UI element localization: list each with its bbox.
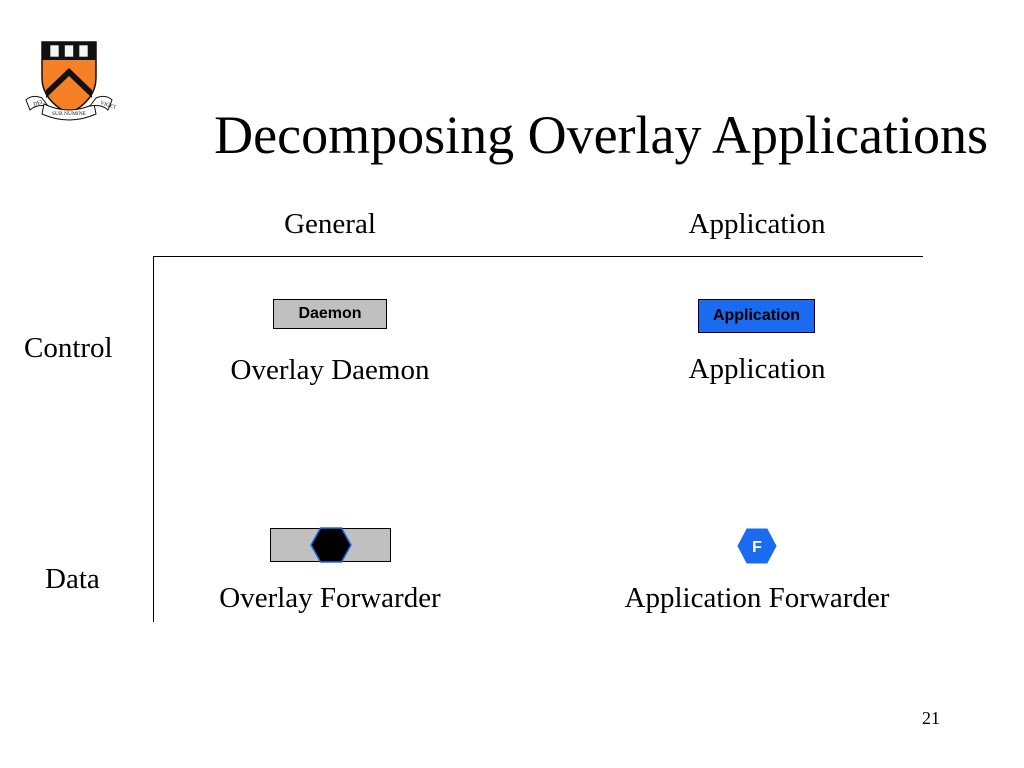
daemon-box: Daemon	[273, 299, 387, 329]
princeton-shield-icon: DEI SUB NUMINE VIGET	[25, 41, 116, 121]
page-number: 21	[922, 708, 940, 728]
motto-word-2: SUB NUMINE	[52, 111, 87, 117]
row-divider-line	[153, 256, 154, 622]
application-forwarder-caption: Application Forwarder	[624, 582, 890, 614]
application-caption: Application	[688, 353, 826, 385]
forwarder-icon-letter: F	[752, 539, 762, 556]
overlay-forwarder-caption: Overlay Forwarder	[219, 582, 441, 614]
motto-word-3: VIGET	[99, 100, 116, 111]
column-header-application: Application	[688, 208, 826, 240]
motto-word-1: DEI	[33, 99, 44, 108]
row-header-data: Data	[45, 563, 100, 595]
application-forwarder-hexagon-icon: F	[737, 528, 777, 564]
header-divider-line	[153, 256, 923, 257]
hexagon-icon	[310, 527, 352, 563]
row-header-control: Control	[24, 332, 113, 364]
application-box: Application	[698, 299, 815, 333]
overlay-daemon-caption: Overlay Daemon	[230, 354, 430, 386]
column-header-general: General	[284, 208, 376, 240]
slide-title: Decomposing Overlay Applications	[214, 105, 988, 165]
